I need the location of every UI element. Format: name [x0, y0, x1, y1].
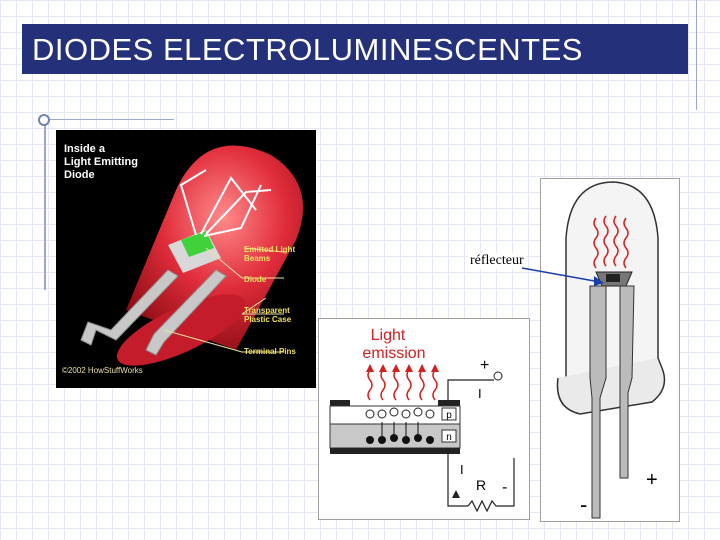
slide-title: DIODES ELECTROLUMINESCENTES	[32, 32, 583, 67]
current-bottom: I	[460, 462, 464, 477]
emission-arrowheads	[366, 364, 439, 372]
drawing-minus: -	[580, 492, 587, 517]
current-arrow-icon	[452, 490, 460, 498]
top-contact-left	[330, 400, 350, 406]
led-chip	[606, 274, 620, 282]
resistor-label: R	[476, 477, 486, 493]
title-bar: DIODES ELECTROLUMINESCENTES	[22, 24, 688, 74]
junction-plus: +	[480, 357, 489, 374]
top-contact-right	[438, 400, 460, 406]
decor-dot	[38, 114, 50, 126]
photo-copyright: ©2002 HowStuffWorks	[62, 366, 143, 375]
label-beams-2: Beams	[244, 254, 271, 263]
n-label-box	[441, 429, 457, 443]
p-label-box	[441, 407, 457, 421]
carrier-arrows	[381, 422, 419, 436]
led-drawing-panel: + -	[540, 178, 680, 522]
right-decor-line	[696, 0, 697, 110]
top-decor-line	[44, 119, 174, 120]
electrons	[366, 434, 434, 444]
drawing-emission	[593, 215, 629, 269]
bottom-contact	[330, 448, 460, 454]
reflector-label: réflecteur	[468, 253, 526, 269]
cathode-lead	[589, 285, 607, 519]
led-flange	[556, 357, 666, 415]
label-case-1: Transparent	[244, 306, 290, 315]
arrowhead-icon	[594, 276, 604, 286]
reflector-arrow	[521, 267, 604, 286]
photo-heading-2: Light Emitting	[64, 156, 138, 168]
label-pins: Terminal Pins	[244, 347, 296, 356]
left-decor-line	[44, 120, 46, 290]
drawing-plus: +	[646, 469, 658, 491]
label-case-2: Plastic Case	[244, 315, 292, 324]
anode-lead	[619, 285, 635, 479]
junction-diagram-panel: Light emission p n	[318, 318, 530, 520]
emission-title-1: Light	[371, 327, 406, 344]
layer-n-label: n	[446, 432, 452, 443]
emission-title-2: emission	[362, 345, 425, 362]
leader-lines	[163, 247, 285, 353]
junction-diagram: Light emission p n	[318, 318, 530, 520]
layer-p-label: p	[446, 410, 452, 421]
terminal-pins	[80, 269, 227, 356]
holes	[365, 407, 435, 419]
label-diode: Diode	[244, 275, 267, 284]
circuit-wires	[447, 379, 515, 513]
plus-terminal	[493, 371, 503, 381]
led-photo-illustration: Inside a Light Emitting Diode Emitted Li…	[56, 130, 316, 388]
diode-chip	[181, 231, 214, 257]
label-beams-1: Emitted Light	[244, 245, 295, 254]
emission-waves	[367, 369, 438, 401]
led-drawing: + -	[540, 178, 680, 522]
photo-heading-1: Inside a	[64, 143, 106, 155]
junction-minus: -	[502, 479, 507, 496]
light-beams	[179, 169, 272, 237]
led-photo-panel: Inside a Light Emitting Diode Emitted Li…	[56, 130, 316, 388]
photo-heading-3: Diode	[64, 169, 95, 181]
current-top: I	[478, 386, 482, 401]
